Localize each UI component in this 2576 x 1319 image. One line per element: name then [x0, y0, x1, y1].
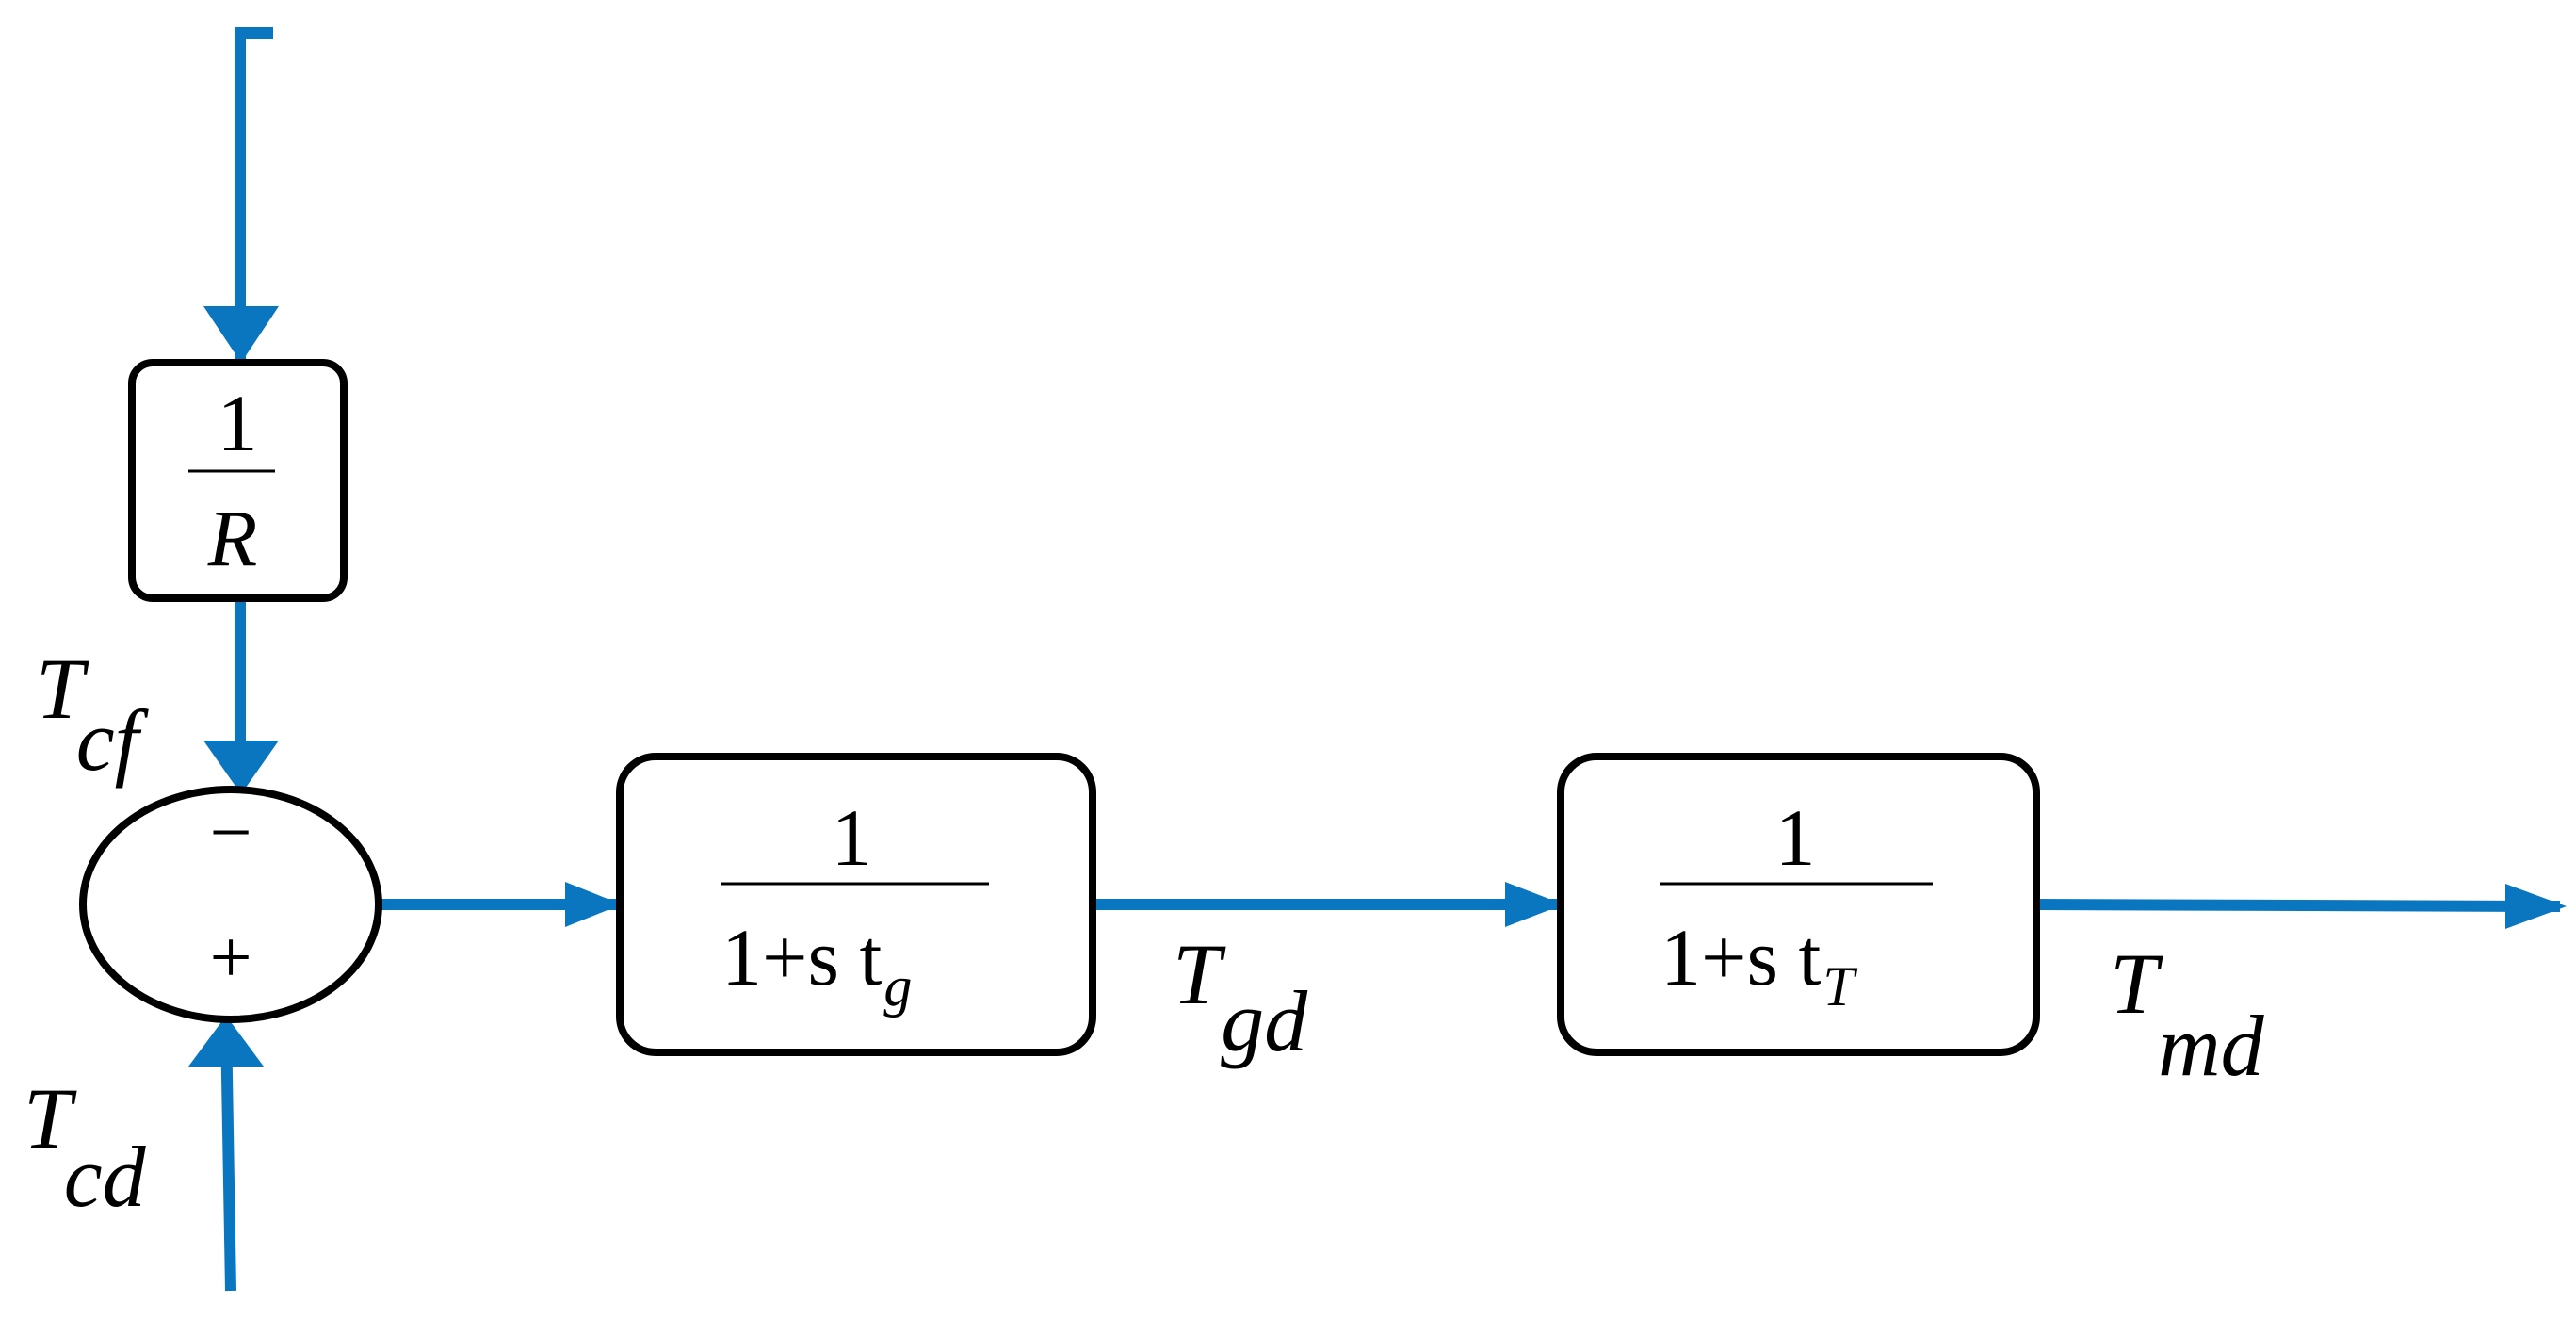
- arrowhead-right-output: [2505, 884, 2567, 929]
- turbine-denominator: 1+s tT: [1661, 912, 1857, 1018]
- turbine-numerator: 1: [1775, 792, 1816, 883]
- signal-label-tcf: Tcf: [36, 641, 150, 789]
- sum-minus-sign: −: [209, 791, 251, 874]
- governor-numerator: 1: [832, 792, 872, 883]
- signal-label-tcd: Tcd: [24, 1070, 147, 1225]
- droop-block: [128, 359, 348, 602]
- input-line-top: [235, 27, 273, 360]
- sum-plus-sign: +: [209, 917, 251, 1000]
- signal-label-tmd: Tmd: [2110, 936, 2265, 1094]
- summing-junction: [79, 786, 382, 1023]
- signal-label-tgd: Tgd: [1173, 926, 1308, 1069]
- governor-denominator: 1+s tg: [721, 912, 912, 1018]
- arrowhead-right-turbine: [1505, 882, 1563, 927]
- governor-block: [616, 753, 1096, 1056]
- tcd-input-line: [220, 1021, 236, 1292]
- arrowhead-right-governor: [565, 882, 622, 927]
- droop-denominator: R: [207, 493, 258, 583]
- arrowhead-up-sum: [188, 1016, 264, 1067]
- droop-numerator: 1: [218, 378, 258, 468]
- turbine-block: [1557, 753, 2040, 1056]
- tmd-output-line: [2033, 899, 2561, 912]
- arrowhead-down-droop: [203, 306, 279, 363]
- arrowhead-down-sum: [203, 741, 279, 794]
